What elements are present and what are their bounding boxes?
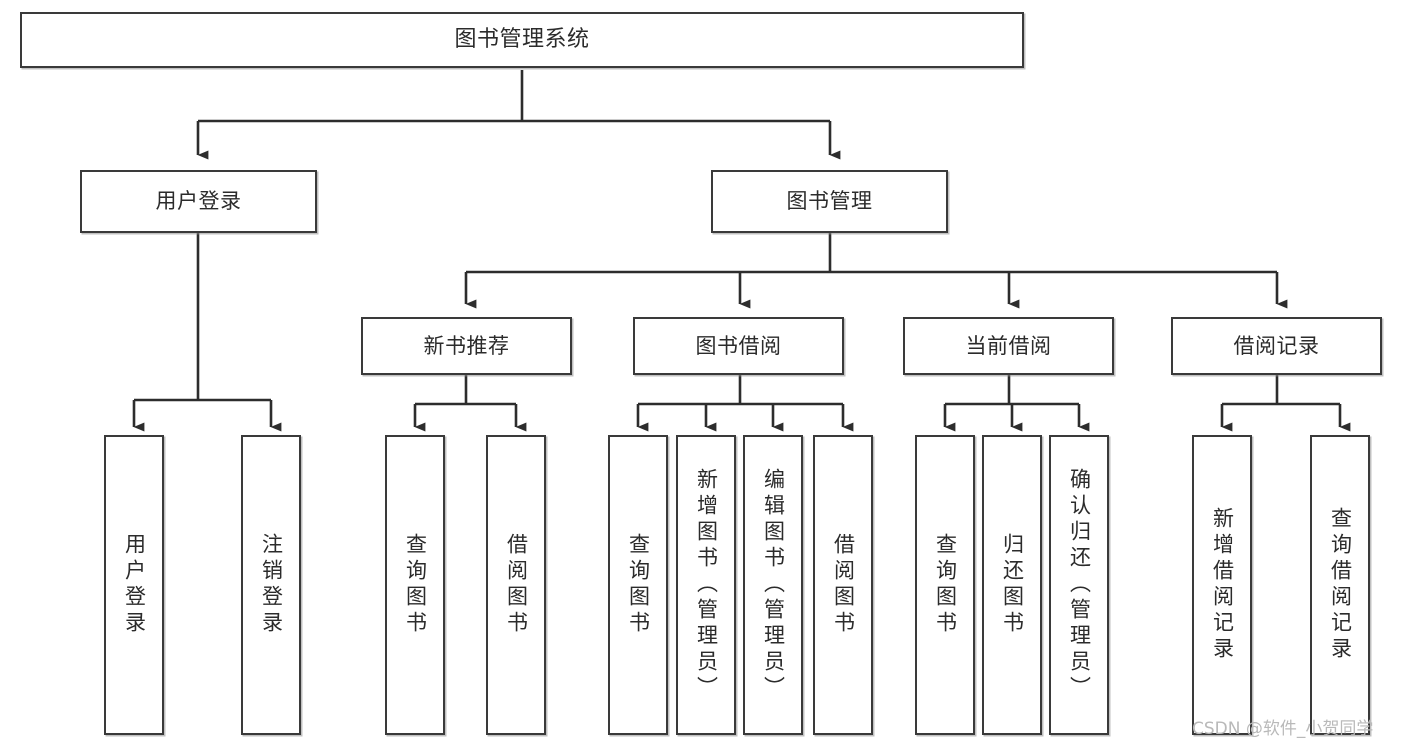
leaf-query-book-current[interactable]: 查询图书 [915, 435, 975, 735]
node-new-book-recommend[interactable]: 新书推荐 [361, 317, 572, 375]
node-label: 查询图书 [626, 533, 651, 637]
csdn-watermark: CSDN @软件_小贺同学 [1192, 719, 1374, 739]
edges-currentborrow-to-leaves [943, 375, 1090, 432]
node-label: 用户登录 [122, 533, 147, 637]
node-label: 图书借阅 [695, 333, 782, 358]
edges-borrowbook-to-leaves [636, 375, 854, 432]
edges-root-to-level1 [196, 70, 841, 160]
node-label: 图书管理系统 [454, 27, 590, 53]
leaf-add-borrow-record[interactable]: 新增借阅记录 [1192, 435, 1252, 735]
node-label: 新书推荐 [423, 333, 510, 358]
node-label: 当前借阅 [965, 333, 1052, 358]
node-label: 归还图书 [1000, 533, 1025, 637]
node-label: 注销登录 [259, 533, 284, 637]
node-current-borrow[interactable]: 当前借阅 [903, 317, 1114, 375]
node-label: 用户登录 [155, 189, 242, 214]
node-label: 借阅记录 [1233, 333, 1320, 358]
node-label: 新增借阅记录 [1210, 507, 1235, 663]
edges-borrowrecord-to-leaves [1220, 375, 1351, 432]
leaf-borrow-book[interactable]: 借阅图书 [813, 435, 873, 735]
node-label: 编辑图书（管理员） [761, 468, 786, 702]
leaf-logout[interactable]: 注销登录 [241, 435, 301, 735]
node-label: 查询图书 [933, 533, 958, 637]
leaf-return-book[interactable]: 归还图书 [982, 435, 1042, 735]
node-book-management[interactable]: 图书管理 [711, 170, 948, 233]
leaf-confirm-return-admin[interactable]: 确认归还（管理员） [1049, 435, 1109, 735]
leaf-query-book-borrow[interactable]: 查询图书 [608, 435, 668, 735]
leaf-query-borrow-record[interactable]: 查询借阅记录 [1310, 435, 1370, 735]
node-label: 借阅图书 [504, 533, 529, 637]
node-label: 查询图书 [403, 533, 428, 637]
leaf-query-book-recommend[interactable]: 查询图书 [385, 435, 445, 735]
leaf-add-book-admin[interactable]: 新增图书（管理员） [676, 435, 736, 735]
node-label: 确认归还（管理员） [1067, 468, 1092, 702]
node-label: 查询借阅记录 [1328, 507, 1353, 663]
node-label: 新增图书（管理员） [694, 468, 719, 702]
node-borrow-record[interactable]: 借阅记录 [1171, 317, 1382, 375]
node-root-library-system[interactable]: 图书管理系统 [20, 12, 1024, 68]
edges-userlogin-to-leaves [132, 233, 282, 432]
leaf-edit-book-admin[interactable]: 编辑图书（管理员） [743, 435, 803, 735]
node-user-login[interactable]: 用户登录 [80, 170, 317, 233]
node-book-borrow[interactable]: 图书借阅 [633, 317, 844, 375]
node-label: 图书管理 [786, 189, 873, 214]
node-label: 借阅图书 [831, 533, 856, 637]
edges-bookmgmt-to-level2 [464, 233, 1288, 309]
leaf-user-login[interactable]: 用户登录 [104, 435, 164, 735]
leaf-borrow-book-recommend[interactable]: 借阅图书 [486, 435, 546, 735]
edges-newbook-to-leaves [413, 375, 527, 432]
